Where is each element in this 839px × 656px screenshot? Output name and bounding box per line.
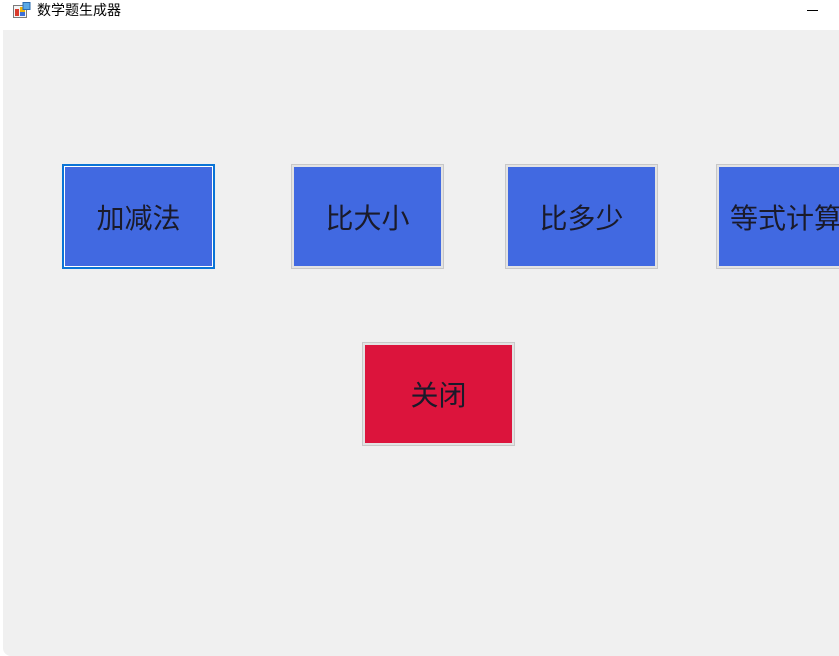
add-subtract-button[interactable]: 加减法 — [62, 164, 215, 269]
close-label: 关闭 — [365, 345, 512, 443]
window-title: 数学题生成器 — [37, 3, 121, 19]
minimize-button[interactable] — [798, 0, 828, 22]
compare-size-label: 比大小 — [294, 167, 441, 266]
form-client-area: 加减法 比大小 比多少 等式计算 关闭 — [3, 30, 839, 656]
close-button[interactable]: 关闭 — [362, 342, 515, 446]
compare-more-less-label: 比多少 — [508, 167, 655, 266]
title-bar[interactable]: 数学题生成器 — [0, 0, 839, 29]
add-subtract-label: 加减法 — [65, 167, 212, 266]
equation-calc-button[interactable]: 等式计算 — [716, 164, 839, 269]
equation-calc-label: 等式计算 — [719, 167, 839, 266]
compare-more-less-button[interactable]: 比多少 — [505, 164, 658, 269]
minimize-icon — [807, 10, 818, 11]
app-icon — [13, 2, 31, 18]
compare-size-button[interactable]: 比大小 — [291, 164, 444, 269]
